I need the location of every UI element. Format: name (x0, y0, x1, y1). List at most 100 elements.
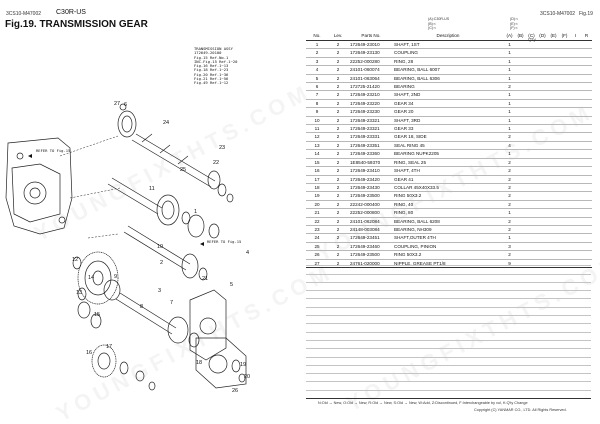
row-empty-cell (559, 259, 570, 268)
row-empty-cell (570, 48, 581, 58)
row-empty-cell (537, 217, 548, 226)
row-part-no: 24101-060074 (348, 65, 392, 75)
row-empty-cell (548, 183, 559, 193)
row-empty-cell (581, 175, 592, 184)
row-part-no: 172649-23010 (348, 40, 392, 50)
row-empty-cell (559, 107, 570, 117)
row-empty-cell (537, 242, 548, 252)
row-lev: 2 (328, 200, 348, 210)
row-empty-cell (537, 183, 548, 193)
table-header-row: No. Lev. Parts No. Description (A) (B) (… (306, 32, 592, 41)
row-empty-cell (537, 158, 548, 168)
row-empty-cell (581, 99, 592, 109)
row-empty-cell (537, 65, 548, 75)
row-empty-cell (559, 99, 570, 109)
row-part-no: 172649-23321 (348, 116, 392, 126)
row-qty-a: 1 (504, 233, 515, 243)
row-no: 1 (306, 40, 328, 50)
row-empty-cell (559, 242, 570, 252)
row-qty-a: 2 (504, 132, 515, 142)
row-empty-cell (548, 250, 559, 260)
row-empty-cell (526, 57, 537, 67)
row-empty-cell (581, 124, 592, 134)
row-lev: 2 (328, 40, 348, 50)
row-part-no: 172649-23420 (348, 175, 392, 184)
row-qty-a: 1 (504, 90, 515, 100)
row-part-no: 172649-23130 (348, 48, 392, 58)
housing-bottom (195, 337, 247, 389)
row-empty-cell (570, 141, 581, 151)
row-empty-cell (559, 65, 570, 75)
row-empty-cell (537, 166, 548, 176)
row-empty-cell (537, 124, 548, 134)
row-part-no: 172649-23460 (348, 242, 392, 252)
row-empty-cell (548, 40, 559, 50)
row-empty-cell (548, 242, 559, 252)
row-empty-cell (537, 233, 548, 243)
row-empty-cell (526, 242, 537, 252)
callout-14: 14 (88, 275, 95, 281)
row-empty-cell (526, 175, 537, 184)
row-empty-cell (581, 57, 592, 67)
row-lev: 2 (328, 132, 348, 142)
row-empty-cell (570, 90, 581, 100)
fig-label: Fig.19 (579, 11, 593, 17)
row-lev: 2 (328, 74, 348, 84)
row-empty-cell (537, 191, 548, 201)
row-part-no: 172649-23451 (348, 233, 392, 243)
row-empty-cell (515, 90, 526, 100)
row-description: RING, 28 (392, 57, 504, 67)
row-qty-a: 9 (504, 259, 515, 268)
row-description: GEAR 18, SIDE (392, 132, 504, 142)
row-empty-cell (515, 124, 526, 134)
row-empty-cell (559, 158, 570, 168)
row-lev: 2 (328, 217, 348, 226)
row-no: 14 (306, 149, 328, 159)
row-empty-cell (559, 183, 570, 193)
callout-12: 12 (72, 257, 79, 263)
row-empty-cell (548, 200, 559, 210)
row-empty-cell (515, 65, 526, 75)
row-empty-cell (559, 233, 570, 243)
row-empty-cell (548, 175, 559, 184)
col-qty-c: (C) (526, 32, 537, 41)
row-empty-cell (515, 99, 526, 109)
row-part-no: 24101-062084 (348, 217, 392, 226)
row-empty-cell (515, 200, 526, 210)
row-empty-cell (581, 65, 592, 75)
row-description: BEARING, BALL 6007 (392, 65, 504, 75)
row-empty-cell (581, 191, 592, 201)
row-no: 24 (306, 233, 328, 243)
row-part-no: 172649-23500 (348, 250, 392, 260)
row-empty-cell (526, 250, 537, 260)
row-empty-cell (548, 107, 559, 117)
row-empty-cell (548, 259, 559, 268)
row-empty-cell (526, 48, 537, 58)
row-description: GEAR 41 (392, 175, 504, 184)
row-lev: 2 (328, 82, 348, 92)
callout-2: 2 (160, 260, 164, 266)
row-empty-cell (526, 200, 537, 210)
row-empty-cell (559, 82, 570, 92)
col-qty-b: (B) (515, 32, 526, 41)
row-empty-cell (548, 217, 559, 226)
row-description: SEAL RING 45 (392, 141, 504, 151)
row-empty-cell (515, 132, 526, 142)
row-description: SHAFT,OUTER 4TH (392, 233, 504, 243)
row-empty-cell (526, 158, 537, 168)
row-empty-cell (515, 259, 526, 268)
row-empty-cell (537, 116, 548, 126)
row-qty-a: 2 (504, 217, 515, 226)
row-part-no: 172649-23360 (348, 149, 392, 159)
row-empty-cell (570, 107, 581, 117)
row-empty-cell (515, 250, 526, 260)
row-empty-cell (548, 65, 559, 75)
row-empty-cell (581, 141, 592, 151)
row-no: 8 (306, 99, 328, 109)
